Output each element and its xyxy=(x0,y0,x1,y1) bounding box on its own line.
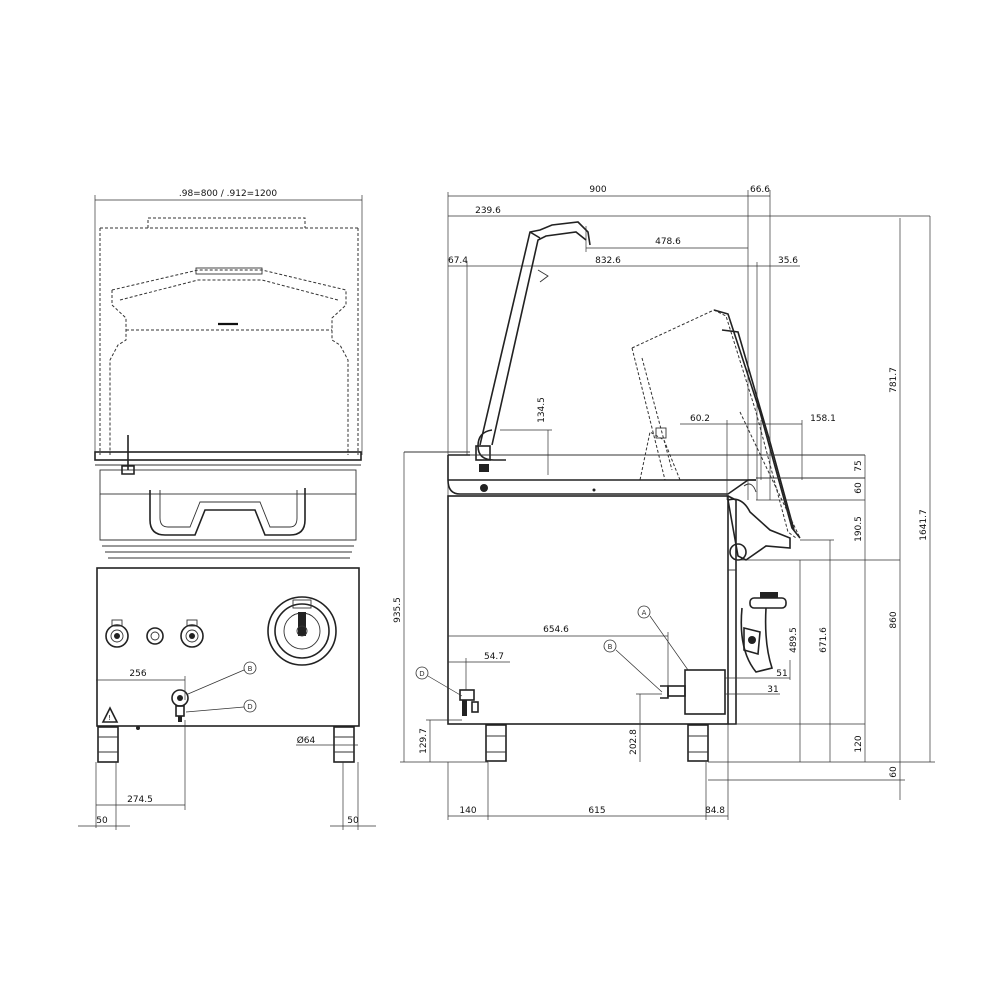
side-handwheel xyxy=(740,592,787,673)
side-electrical-box xyxy=(684,669,726,715)
side-legs xyxy=(485,724,709,762)
dim-54-7: 54.7 xyxy=(484,652,504,662)
dim-158-1: 158.1 xyxy=(810,414,836,424)
front-knob-middle xyxy=(146,627,164,645)
dim-654-6: 654.6 xyxy=(543,625,569,635)
dim-31: 31 xyxy=(767,685,778,695)
front-cabinet xyxy=(96,567,360,727)
warning-triangle-icon xyxy=(101,706,119,723)
front-lid-handle xyxy=(121,435,135,475)
side-hinge xyxy=(727,483,791,561)
dim-202-8: 202.8 xyxy=(629,729,639,755)
dim-860: 860 xyxy=(889,611,899,628)
side-lid-raised xyxy=(475,221,591,472)
front-handwheel xyxy=(267,596,337,666)
dim-120: 120 xyxy=(854,735,864,752)
front-pan-handles xyxy=(149,488,306,536)
dim-66-6: 66.6 xyxy=(750,185,770,195)
side-marker-a: A xyxy=(642,609,647,617)
side-marker-b: B xyxy=(608,643,613,651)
dim-60-b: 60 xyxy=(889,766,899,778)
front-view: .98=800 / .912=1200 xyxy=(78,189,376,830)
front-valve xyxy=(171,689,189,722)
dim-781-7: 781.7 xyxy=(889,367,899,393)
dim-134-5: 134.5 xyxy=(537,397,547,423)
front-knob-left xyxy=(105,619,129,648)
dim-900: 900 xyxy=(589,185,606,195)
front-marker-d: D xyxy=(247,703,252,711)
dim-129-7: 129.7 xyxy=(419,728,429,754)
dim-256: 256 xyxy=(129,669,146,679)
dim-140: 140 xyxy=(459,806,476,816)
front-marker-b: B xyxy=(248,665,253,673)
dim-239-6: 239.6 xyxy=(475,206,501,216)
dim-51: 51 xyxy=(776,669,787,679)
side-marker-d: D xyxy=(419,670,424,678)
dim-50-right: 50 xyxy=(347,816,359,826)
front-knob-right xyxy=(180,619,204,648)
dim-190-5: 190.5 xyxy=(854,516,864,542)
dim-671-6: 671.6 xyxy=(819,627,829,653)
dim-274-5: 274.5 xyxy=(127,795,153,805)
dim-50-left: 50 xyxy=(96,816,108,826)
dim-935-5: 935.5 xyxy=(393,597,403,623)
dim-478-6: 478.6 xyxy=(655,237,681,247)
front-lid xyxy=(99,217,359,455)
dim-832-6: 832.6 xyxy=(595,256,621,266)
front-legs xyxy=(97,726,355,763)
dim-615: 615 xyxy=(588,806,605,816)
dim-75: 75 xyxy=(854,460,864,471)
dim-84-8: 84.8 xyxy=(705,806,725,816)
dim-1641-7: 1641.7 xyxy=(919,509,929,541)
svg-text:!: ! xyxy=(108,714,111,722)
front-top-label: .98=800 / .912=1200 xyxy=(179,189,278,199)
side-drain xyxy=(459,689,479,716)
dim-60-2: 60.2 xyxy=(690,414,710,424)
dim-35-6: 35.6 xyxy=(778,256,798,266)
dim-67-4: 67.4 xyxy=(448,256,468,266)
dim-60-a: 60 xyxy=(854,482,864,494)
side-cabinet xyxy=(447,495,737,725)
front-pan-rim xyxy=(94,451,362,559)
side-pan-tilted xyxy=(631,309,801,539)
dim-64: Ø64 xyxy=(297,735,316,746)
dim-489-5: 489.5 xyxy=(789,627,799,653)
side-view: 900 66.6 239.6 478.6 67.4 832.6 35.6 xyxy=(393,185,935,820)
